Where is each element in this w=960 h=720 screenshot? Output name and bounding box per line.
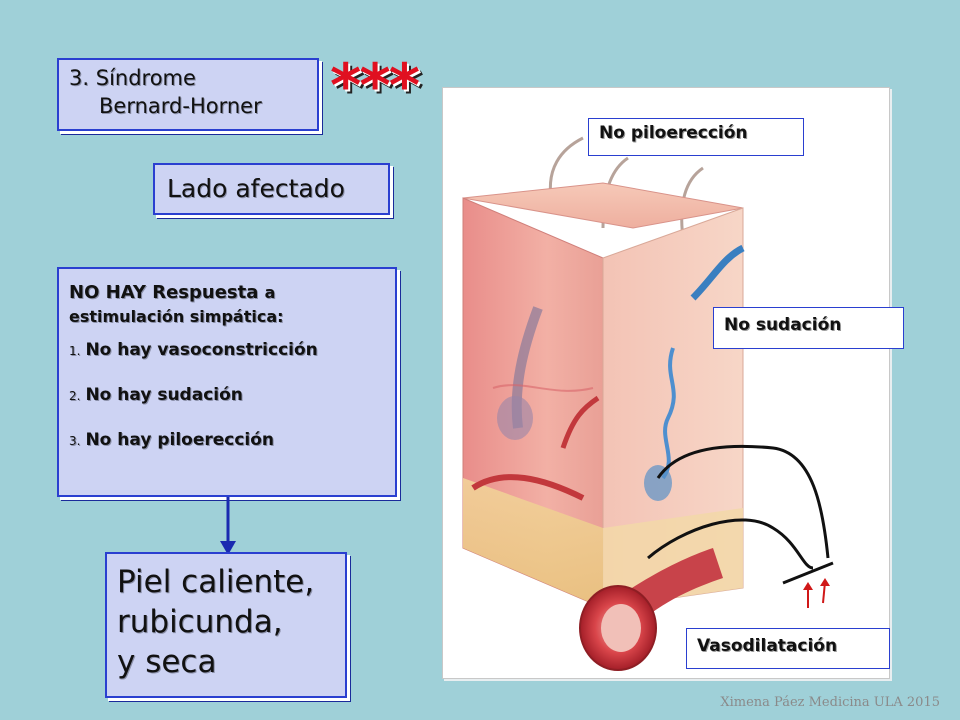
list-item-number: 1. — [69, 344, 81, 358]
title-box: 3. Síndrome Bernard-Horner — [57, 58, 319, 131]
result-line-3: y seca — [117, 644, 217, 680]
label-no-sweating: No sudación — [713, 307, 904, 349]
arrow-down-icon — [220, 497, 236, 555]
response-intro: estimulación simpática: — [69, 307, 284, 326]
footer-credit: Ximena Páez Medicina ULA 2015 — [720, 695, 940, 710]
title-line-1: 3. Síndrome — [69, 64, 307, 92]
list-item-number: 2. — [69, 389, 81, 403]
title-line-2: Bernard-Horner — [99, 94, 262, 118]
list-item-text: No hay piloerección — [85, 430, 275, 450]
list-item-text: No hay sudación — [85, 385, 243, 405]
response-heading-small: a — [264, 283, 276, 302]
response-box: NO HAY Respuesta a estimulación simpátic… — [57, 267, 397, 497]
affected-side-label: Lado afectado — [167, 174, 345, 203]
result-box: Piel caliente, rubicunda, y seca — [105, 552, 347, 698]
label-vasodilation: Vasodilatación — [686, 628, 890, 669]
list-item-text: No hay vasoconstricción — [85, 340, 318, 360]
title-number: 3. — [69, 66, 90, 90]
skin-drawing — [462, 136, 834, 671]
list-item-number: 3. — [69, 434, 81, 448]
response-heading: NO HAY Respuesta a — [69, 281, 385, 305]
affected-side-box: Lado afectado — [153, 163, 390, 215]
response-list: 1. No hay vasoconstricción 2. No hay sudac… — [69, 339, 385, 452]
label-no-piloerection: No piloerección — [588, 118, 804, 156]
list-item: 2. No hay sudación — [69, 384, 385, 407]
result-line-2: rubicunda, — [117, 604, 283, 640]
asterisks-emphasis: *** — [330, 51, 420, 121]
result-line-1: Piel caliente, — [117, 564, 315, 600]
skin-cross-section-illustration — [442, 87, 890, 679]
title-text-1: Síndrome — [95, 66, 196, 90]
list-item: 3. No hay piloerección — [69, 429, 385, 452]
list-item: 1. No hay vasoconstricción — [69, 339, 385, 362]
response-heading-text: NO HAY Respuesta — [69, 282, 259, 303]
